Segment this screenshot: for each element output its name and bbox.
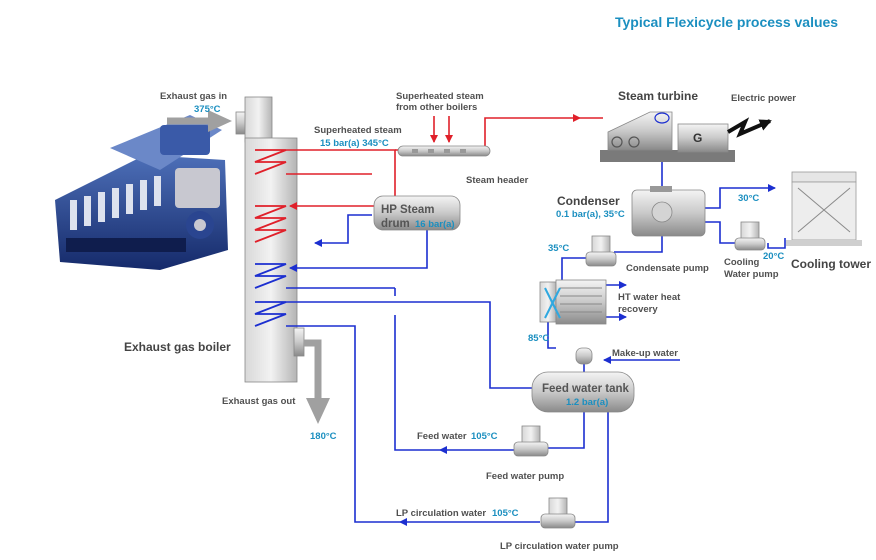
feed-water-tank <box>531 347 635 413</box>
cooling-tower-label: Cooling tower <box>791 257 871 271</box>
condensate-pump-label: Condensate pump <box>626 263 709 274</box>
exhaust-in-temp: 375°C <box>194 104 221 115</box>
evaporator-coil <box>254 205 287 243</box>
engine-illustration <box>55 115 228 270</box>
hp-drum-label-2: drum <box>381 218 410 230</box>
steam-turbine-label: Steam turbine <box>618 89 698 103</box>
exhaust-out-label: Exhaust gas out <box>222 396 296 407</box>
ht-recovery-label-1: HT water heat <box>618 292 681 303</box>
hp-drum-value: 16 bar(a) <box>415 219 455 230</box>
generator-label: G <box>693 131 702 145</box>
cooling-tower <box>786 171 862 246</box>
cooling-water-pump <box>734 221 766 251</box>
other-boilers-label-1: Superheated steam <box>396 91 484 102</box>
exhaust-in-label: Exhaust gas in <box>160 91 227 102</box>
makeup-water-label: Make-up water <box>612 348 678 359</box>
electric-power-arrow <box>726 117 772 138</box>
diagram-title: Typical Flexicycle process values <box>615 14 838 30</box>
hp-steam-drum <box>373 195 461 231</box>
exhaust-in-arrow <box>167 110 232 132</box>
lp-circulation-water-pump <box>540 497 576 529</box>
feed-water-label: Feed water <box>417 431 467 442</box>
feed-water-pump <box>513 425 549 457</box>
exhaust-out-arrow <box>304 339 330 424</box>
feed-tank-value: 1.2 bar(a) <box>566 397 608 408</box>
ht-recovery-temp: 85°C <box>528 333 549 344</box>
steam-header <box>397 145 491 157</box>
cooling-return-temp: 20°C <box>763 251 784 262</box>
steam-turbine <box>600 111 735 186</box>
cooling-supply-temp: 30°C <box>738 193 759 204</box>
condenser-label: Condenser <box>557 194 620 208</box>
lp-coil <box>254 301 287 327</box>
economizer-coil <box>254 263 287 289</box>
feed-tank-label: Feed water tank <box>542 383 630 395</box>
ht-recovery-label-2: recovery <box>618 304 658 315</box>
feed-pump-label: Feed water pump <box>486 471 564 482</box>
feed-water-temp: 105°C <box>471 431 498 442</box>
lp-water-temp: 105°C <box>492 508 519 519</box>
exhaust-gas-boiler <box>235 96 305 383</box>
steam-header-label: Steam header <box>466 175 529 186</box>
other-boilers-label-2: from other boilers <box>396 102 477 113</box>
cooling-pump-label-1: Cooling <box>724 257 760 268</box>
exhaust-out-temp: 180°C <box>310 431 337 442</box>
ht-heat-exchanger <box>539 279 607 325</box>
lp-water-label: LP circulation water <box>396 508 486 519</box>
superheated-steam-value: 15 bar(a) 345°C <box>320 138 389 149</box>
cooling-pump-label-2: Water pump <box>724 269 779 280</box>
superheated-steam-label: Superheated steam <box>314 125 402 136</box>
electric-power-label: Electric power <box>731 93 796 104</box>
hp-drum-label-1: HP Steam <box>381 204 434 216</box>
superheater-coil <box>254 149 287 175</box>
condensate-pump <box>585 235 617 267</box>
condensate-temp: 35°C <box>548 243 569 254</box>
lp-pump-label: LP circulation water pump <box>500 541 619 552</box>
condenser-value: 0.1 bar(a), 35°C <box>556 209 625 220</box>
condenser <box>631 186 706 237</box>
boiler-label: Exhaust gas boiler <box>124 340 231 354</box>
